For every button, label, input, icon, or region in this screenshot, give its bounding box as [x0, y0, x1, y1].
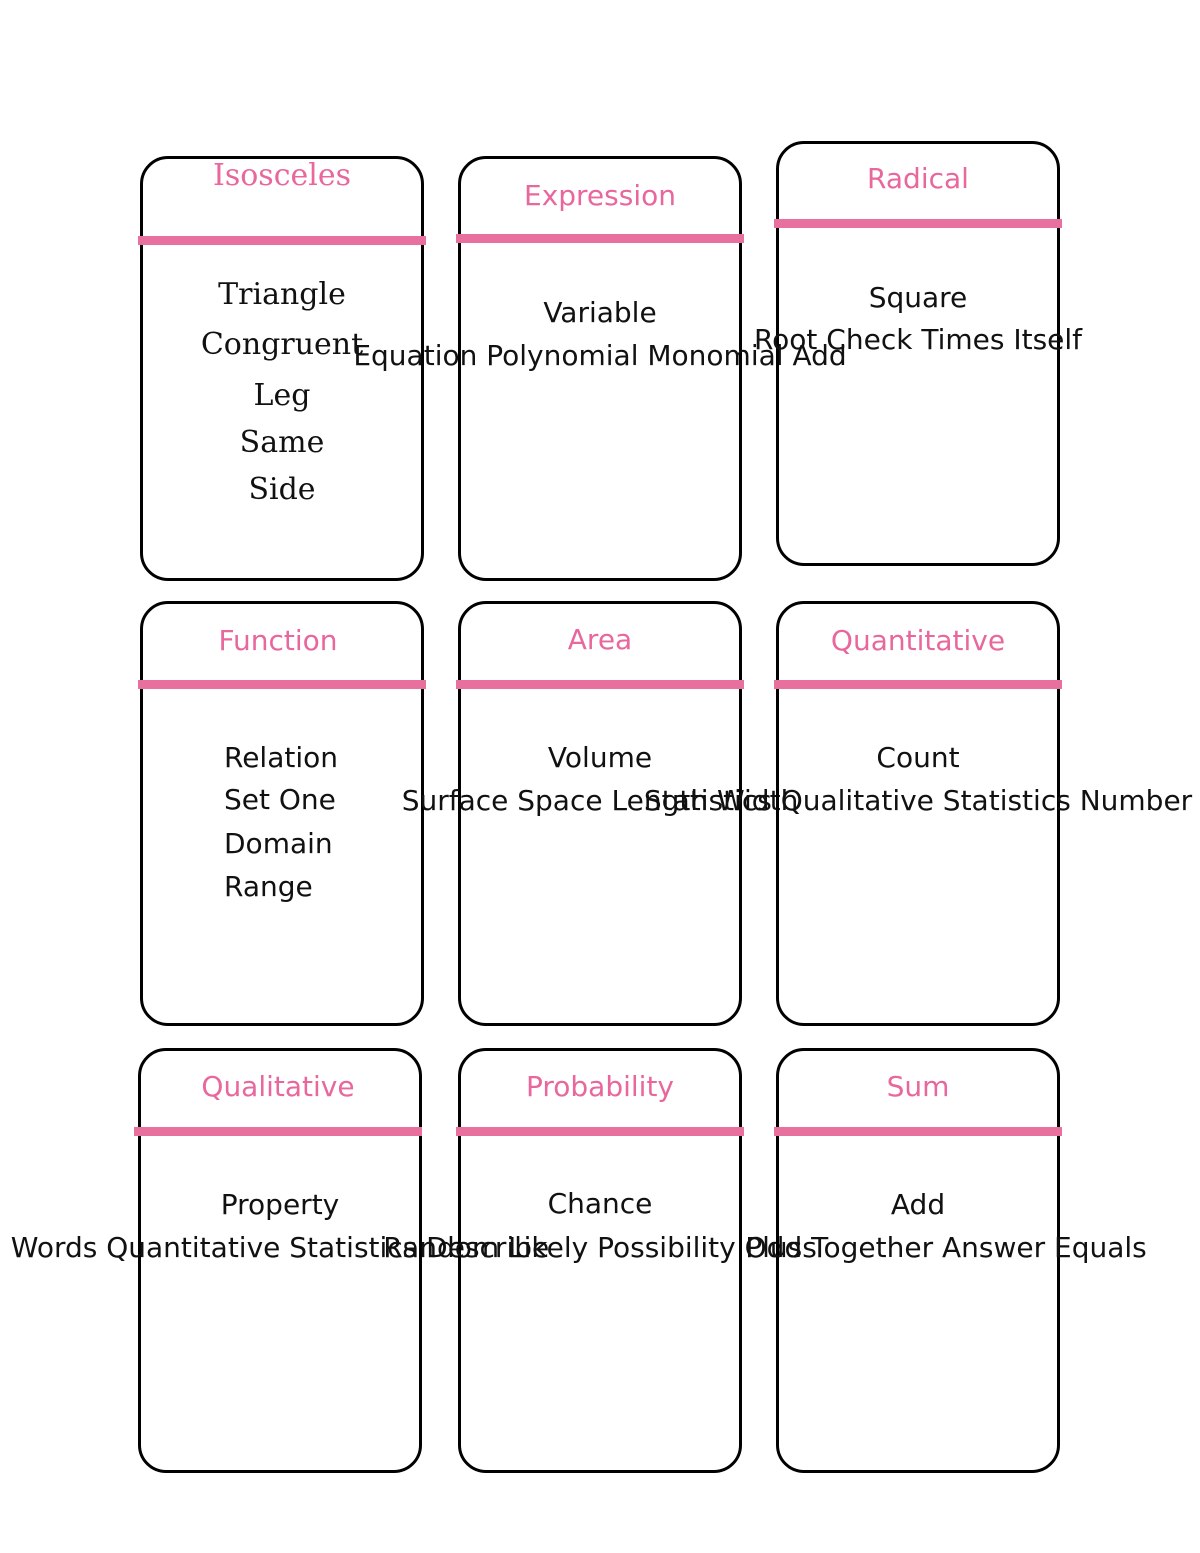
card-term: Square: [868, 281, 968, 314]
card-sum: [776, 1048, 1060, 1473]
card-term: Triangle: [218, 277, 346, 312]
card-radical: [776, 141, 1060, 566]
card-term: Equation Polynomial Monomial Add: [353, 339, 847, 372]
card-title: Sum: [886, 1070, 950, 1103]
card-divider: [774, 680, 1062, 689]
card-title: Radical: [867, 162, 969, 195]
card-probability: [458, 1048, 742, 1473]
card-title: Probability: [525, 1070, 675, 1103]
card-term: Add: [890, 1188, 946, 1221]
card-term: Property: [220, 1188, 340, 1221]
card-term: Plus Together Answer Equals: [745, 1231, 1147, 1264]
card-qualitative: [138, 1048, 422, 1473]
card-term: Same: [239, 425, 325, 460]
card-term: Random Likely Possibility Odds: [383, 1231, 817, 1264]
card-divider: [456, 1127, 744, 1136]
card-term: Volume: [547, 741, 653, 774]
card-divider: [456, 234, 744, 243]
card-divider: [138, 680, 426, 689]
card-term: Variable: [543, 296, 657, 329]
card-term: Range: [224, 870, 313, 903]
card-divider: [774, 1127, 1062, 1136]
card-title: Isosceles: [212, 158, 352, 193]
card-term: Chance: [547, 1187, 653, 1220]
card-title: Qualitative: [201, 1070, 355, 1103]
card-title: Function: [218, 624, 338, 657]
card-title: Expression: [524, 179, 676, 212]
card-term: Relation: [224, 741, 338, 774]
card-divider: [456, 680, 744, 689]
card-area: [458, 601, 742, 1026]
card-function: [140, 601, 424, 1026]
card-term: Count: [876, 741, 960, 774]
card-quantitative: [776, 601, 1060, 1026]
card-term: Set One: [224, 783, 336, 816]
card-term: Congruent: [200, 327, 364, 362]
card-isosceles: [140, 156, 424, 581]
card-term: Leg: [253, 378, 311, 413]
card-term: Domain: [224, 827, 333, 860]
card-term: Surface Space Length Width: [401, 784, 799, 817]
card-expression: [458, 156, 742, 581]
card-divider: [138, 236, 426, 245]
card-divider: [134, 1127, 422, 1136]
card-title: Area: [567, 623, 633, 656]
card-title: Quantitative: [830, 624, 1006, 657]
card-divider: [774, 219, 1062, 228]
card-term: Side: [248, 472, 316, 507]
card-term: Root Check Times Itself: [753, 323, 1083, 356]
card-term: Statistics Qualitative Statistics Number: [643, 784, 1193, 817]
